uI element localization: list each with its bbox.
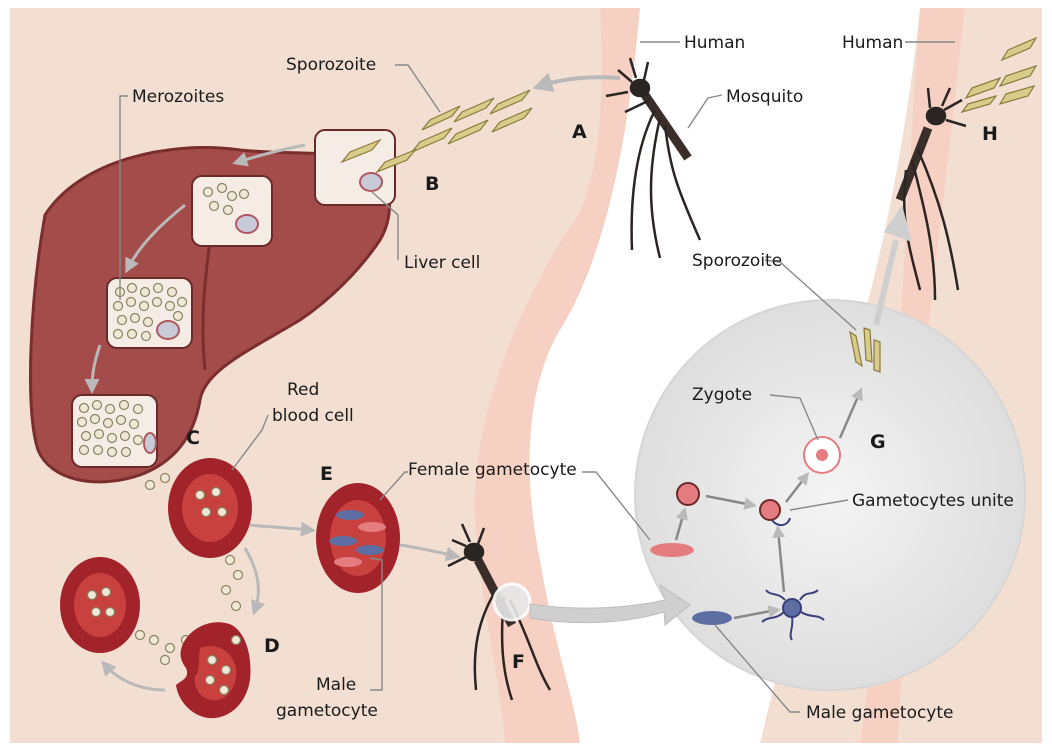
step-g: G bbox=[870, 431, 886, 453]
mosquito-f-gut-magnifier bbox=[494, 584, 530, 620]
label-sporozoite-top: Sporozoite bbox=[286, 55, 376, 75]
label-mosquito: Mosquito bbox=[726, 87, 803, 107]
step-c: C bbox=[186, 427, 200, 449]
label-gametocytes-unite: Gametocytes unite bbox=[852, 491, 1014, 511]
red-blood-cell-d-left bbox=[60, 557, 140, 653]
female-gamete bbox=[677, 483, 699, 505]
step-h: H bbox=[982, 123, 998, 145]
step-a: A bbox=[572, 121, 587, 143]
label-human-2: Human bbox=[842, 33, 903, 53]
label-rbc-line1: Red bbox=[287, 380, 319, 400]
label-sporozoite-right: Sporozoite bbox=[692, 251, 782, 271]
male-gametocyte-blob bbox=[692, 611, 732, 625]
label-merozoites: Merozoites bbox=[132, 87, 224, 107]
label-female-gametocyte: Female gametocyte bbox=[408, 460, 577, 480]
red-blood-cell-e bbox=[316, 483, 400, 593]
step-b: B bbox=[425, 173, 439, 195]
zygote bbox=[804, 437, 840, 473]
label-male-gametocyte-left-2: gametocyte bbox=[276, 701, 378, 721]
red-blood-cell-c bbox=[168, 458, 252, 558]
label-human-1: Human bbox=[684, 33, 745, 53]
step-e: E bbox=[320, 463, 333, 485]
label-male-gametocyte-left-1: Male bbox=[316, 675, 356, 695]
step-f: F bbox=[512, 651, 525, 673]
label-male-gametocyte-right: Male gametocyte bbox=[806, 703, 954, 723]
label-zygote: Zygote bbox=[692, 385, 752, 405]
label-liver-cell: Liver cell bbox=[404, 253, 480, 273]
step-d: D bbox=[264, 635, 280, 657]
label-rbc-line2: blood cell bbox=[272, 406, 354, 426]
female-gametocyte-blob bbox=[650, 543, 694, 557]
